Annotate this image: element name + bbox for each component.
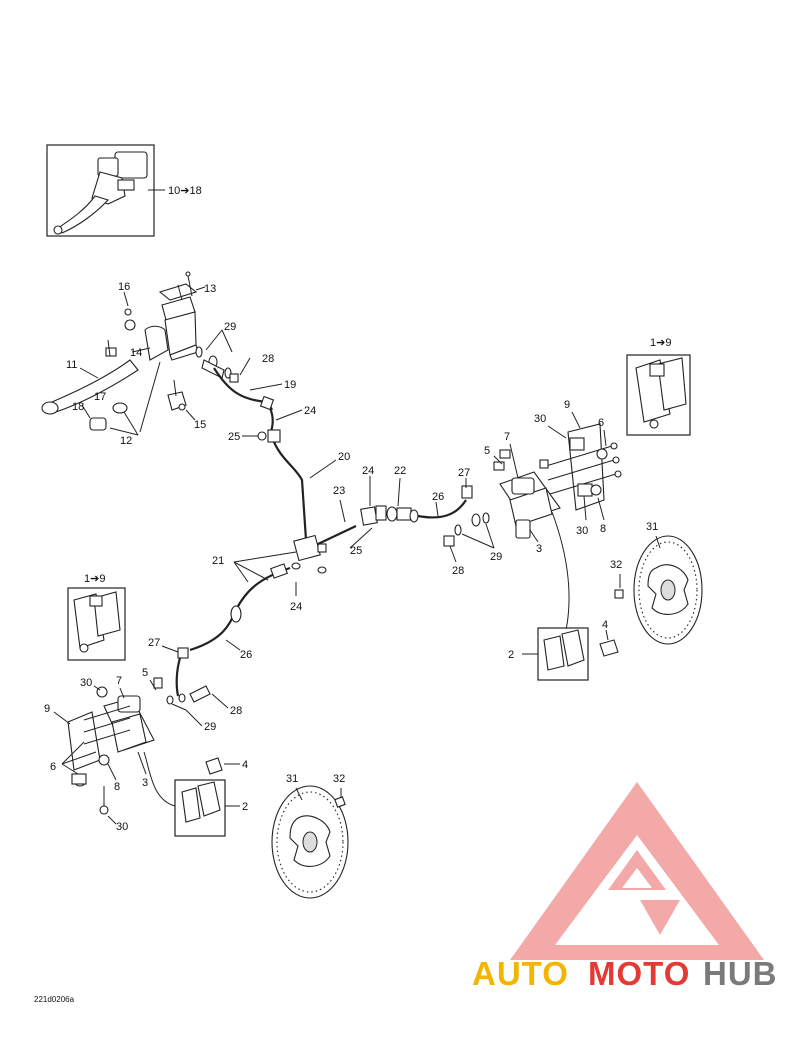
callout-12: 12 <box>120 435 132 447</box>
callout-3-left: 3 <box>142 777 148 789</box>
washer-17 <box>112 402 128 414</box>
callout-31-right: 31 <box>646 521 658 533</box>
callout-29-left: 29 <box>204 721 216 733</box>
drawing-code: 221d0206a <box>34 995 75 1004</box>
callout-14: 14 <box>130 347 142 359</box>
callout-30-left-top: 30 <box>80 677 92 689</box>
watermark-auto: AUTO <box>472 955 569 992</box>
callout-26-low: 26 <box>240 649 252 661</box>
callout-5-right: 5 <box>484 445 490 457</box>
callout-9-left: 9 <box>44 703 50 715</box>
callout-27-mid: 27 <box>458 467 470 479</box>
right-brake-disc <box>633 535 703 645</box>
callout-11: 11 <box>66 359 77 371</box>
pad-spring-left <box>205 757 223 775</box>
master-cylinder <box>124 271 199 361</box>
callout-29-right: 29 <box>490 551 502 563</box>
inset-left-caliper <box>67 587 126 661</box>
callout-31-left: 31 <box>286 773 298 785</box>
callout-30-right-top: 30 <box>534 413 546 425</box>
callout-22: 22 <box>394 465 406 477</box>
callout-1-9-left: 1➔9 <box>84 573 105 585</box>
callout-10-18: 10➔18 <box>168 185 202 197</box>
callout-16: 16 <box>118 281 130 293</box>
watermark-hub: HUB <box>703 955 778 992</box>
callout-1-9-right: 1➔9 <box>650 337 671 349</box>
callout-30-right-bottom: 30 <box>576 525 588 537</box>
callout-26-mid: 26 <box>432 491 444 503</box>
callout-24-upper: 24 <box>304 405 316 417</box>
callout-30-left-bottom: 30 <box>116 821 128 833</box>
callout-24-low: 24 <box>290 601 302 613</box>
left-brake-disc <box>271 785 349 899</box>
callout-25-mid: 25 <box>350 545 362 557</box>
watermark-moto: MOTO <box>588 955 690 992</box>
callout-32-right: 32 <box>610 559 622 571</box>
callout-8-left: 8 <box>114 781 120 793</box>
callout-3-right: 3 <box>536 543 542 555</box>
callout-5-left: 5 <box>142 667 148 679</box>
brake-lever <box>41 339 139 415</box>
callout-7-left: 7 <box>116 675 122 687</box>
callout-19: 19 <box>284 379 296 391</box>
callout-28-top: 28 <box>262 353 274 365</box>
callout-2-right: 2 <box>508 649 514 661</box>
callout-28-right: 28 <box>452 565 464 577</box>
callout-27-low: 27 <box>148 637 160 649</box>
watermark-logo <box>510 782 764 960</box>
callout-20: 20 <box>338 451 350 463</box>
inset-lever-assembly <box>46 144 155 237</box>
callout-23: 23 <box>333 485 345 497</box>
callout-32-left: 32 <box>333 773 345 785</box>
callout-2-left: 2 <box>242 801 248 813</box>
callout-21: 21 <box>212 555 224 567</box>
callout-7-right: 7 <box>504 431 510 443</box>
callout-29-top: 29 <box>224 321 236 333</box>
callout-17: 17 <box>94 391 106 403</box>
callout-25-upper: 25 <box>228 431 240 443</box>
callout-6-right: 6 <box>598 417 604 429</box>
callout-9-right: 9 <box>564 399 570 411</box>
callout-18: 18 <box>72 401 84 413</box>
callout-6-left: 6 <box>50 761 56 773</box>
bushing-18 <box>89 417 107 431</box>
callout-8-right: 8 <box>600 523 606 535</box>
inset-right-caliper <box>626 354 691 436</box>
callout-28-left: 28 <box>230 705 242 717</box>
callout-24-mid: 24 <box>362 465 374 477</box>
right-caliper <box>443 423 622 547</box>
pad-spring-right <box>599 639 619 657</box>
brake-line-20 <box>272 441 308 541</box>
left-caliper <box>67 677 211 815</box>
callout-4-right: 4 <box>602 619 608 631</box>
callout-4-left: 4 <box>242 759 248 771</box>
callout-13: 13 <box>204 283 216 295</box>
callout-15: 15 <box>194 419 206 431</box>
